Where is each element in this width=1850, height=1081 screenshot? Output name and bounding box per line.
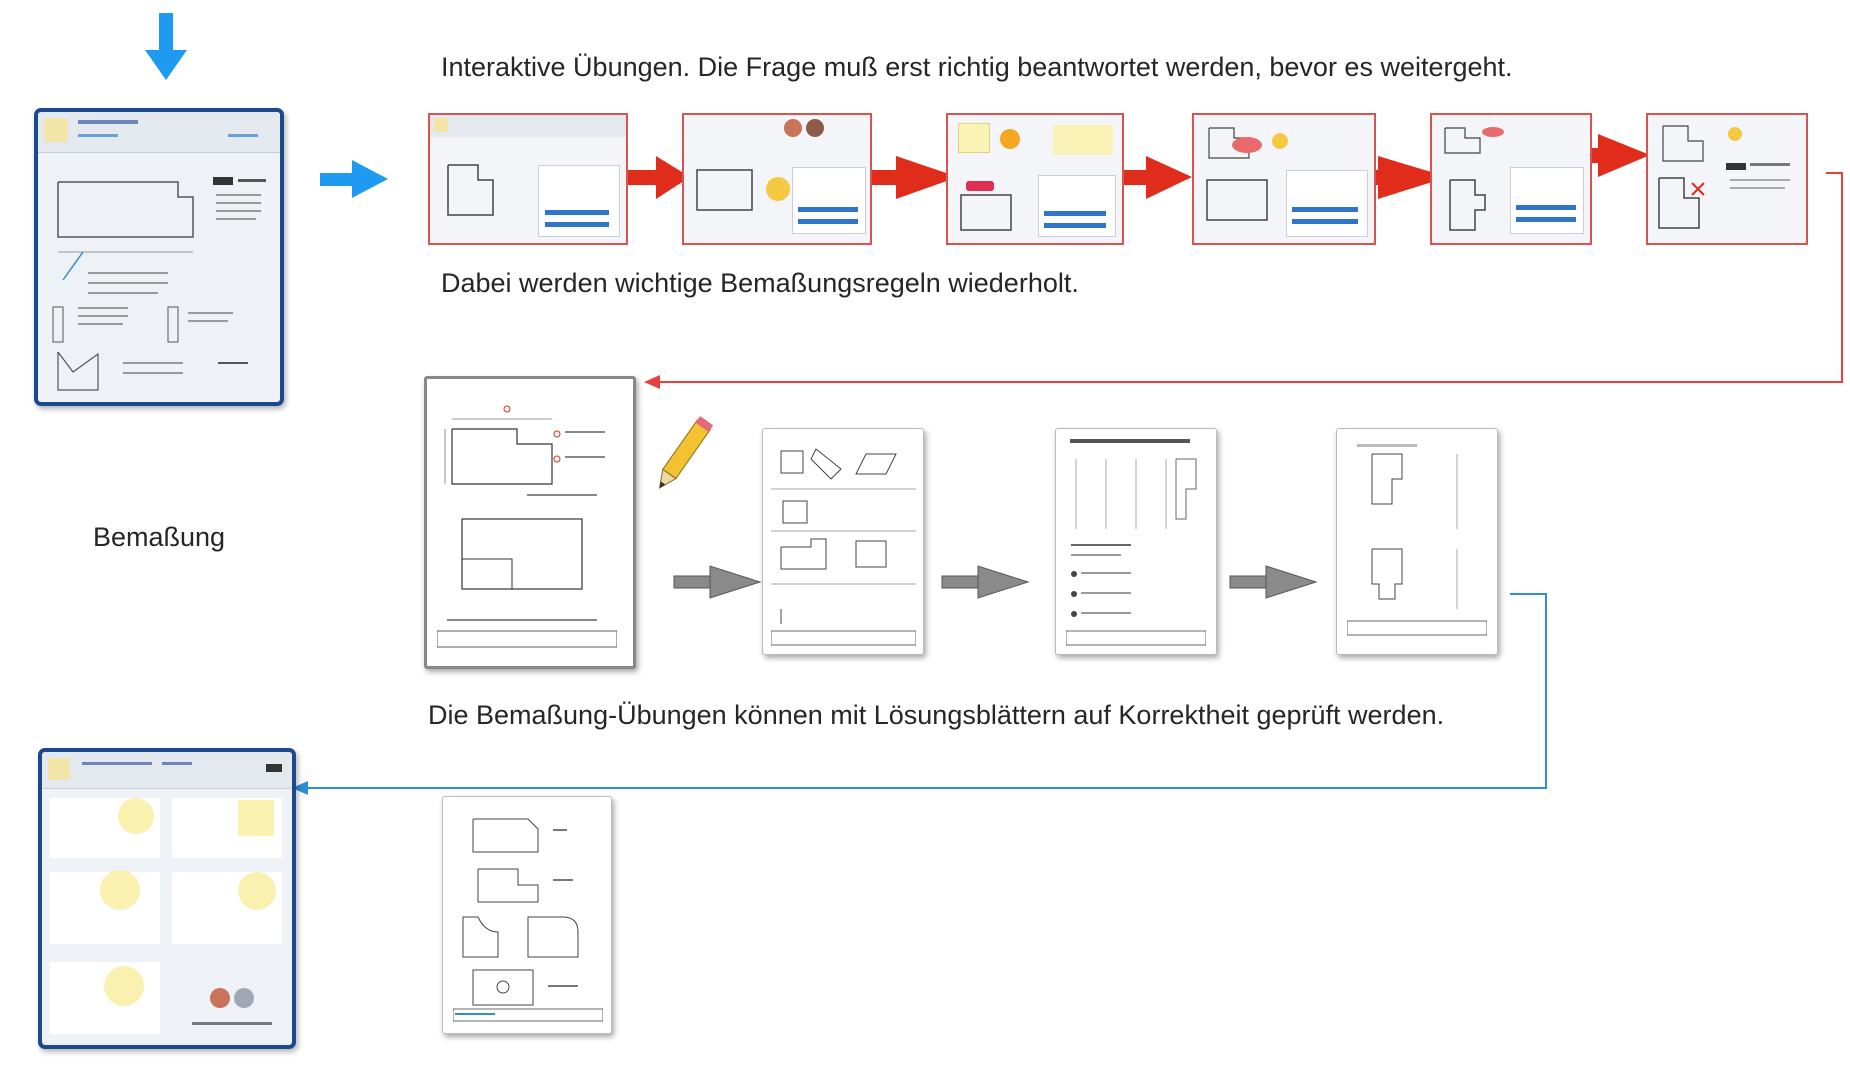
worksheet-3: [1055, 428, 1217, 655]
caption-solutions: Die Bemaßung-Übungen können mit Lösungsb…: [428, 700, 1445, 730]
ipad-main-screen: [34, 108, 284, 406]
caption-rules: Dabei werden wichtige Bemaßungsregeln wi…: [441, 268, 1079, 298]
emoji-icon: [1000, 129, 1020, 149]
blue-connector-line: [300, 593, 1547, 789]
exercise-screen-4: [1192, 113, 1376, 245]
red-connector-line: [648, 172, 1843, 383]
right-arrow-icon: [320, 160, 388, 198]
exercise-screen-1: [428, 113, 628, 245]
emoji-icon: [766, 177, 790, 201]
down-arrow-icon: [145, 13, 187, 80]
emoji-icon: [1272, 133, 1288, 149]
exercise-screen-5: [1430, 113, 1592, 245]
worksheet-annotated: [424, 376, 636, 669]
ipad-special-cases-screen: [38, 748, 296, 1049]
solution-sheet: [442, 796, 612, 1034]
caption-interactive: Interaktive Übungen. Die Frage muß erst …: [441, 52, 1513, 82]
gray-step-arrows: [673, 565, 1318, 599]
exercise-screen-6: [1646, 113, 1808, 245]
emoji-icon: [1728, 127, 1742, 141]
exercise-screen-3: [946, 113, 1124, 245]
worksheet-4: [1336, 428, 1498, 655]
avatar-icon: [210, 988, 230, 1008]
pencil-icon: [658, 416, 714, 489]
exercise-screen-2: [682, 113, 872, 245]
caption-topic: Bemaßung: [93, 522, 226, 552]
worksheet-2: [762, 428, 924, 655]
avatar-icon: [784, 119, 802, 137]
